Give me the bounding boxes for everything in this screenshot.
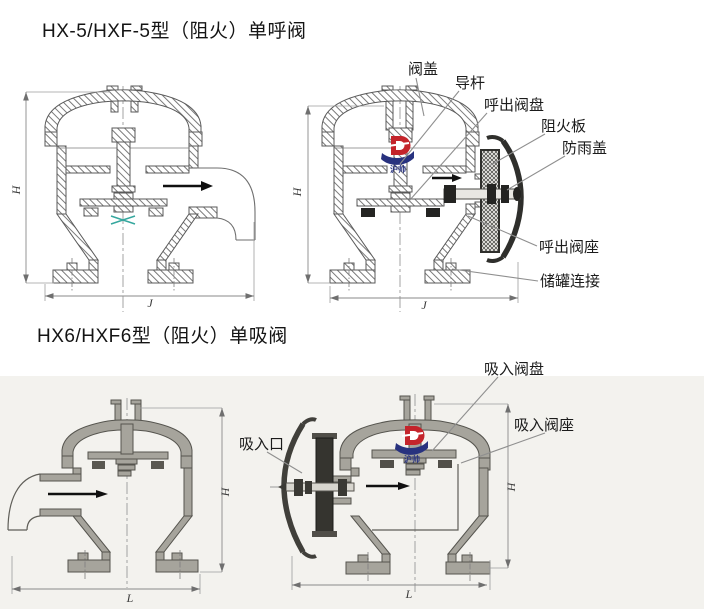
inlet-elbow <box>7 473 41 531</box>
flow-arrow <box>163 181 213 191</box>
flow-arrow <box>366 482 410 490</box>
leader-valve-cover <box>415 77 425 117</box>
dim-label-h: H <box>9 184 23 195</box>
valve-disc <box>79 198 168 207</box>
flange-bolt-lines <box>84 550 181 580</box>
label-exhale-disc: 呼出阀盘 <box>484 96 544 114</box>
exhale-valve-title: HX-5/HXF-5型（阻火）单呼阀 <box>42 21 307 42</box>
lower-cone-and-flanges <box>52 213 199 284</box>
leader-guide-rod <box>399 90 460 165</box>
dimension-height: H <box>9 91 110 284</box>
exhale-annotations: 阀盖 导杆 呼出阀盘 阻火板 防雨盖 呼出阀座 储罐连接 <box>399 61 607 290</box>
dimension-width: L <box>291 556 491 601</box>
suction-valve-left-view: H L <box>7 398 232 605</box>
label-tank-connection: 储罐连接 <box>540 273 600 290</box>
suction-valve-right-view: H L <box>270 394 518 601</box>
flange-bolt-lines <box>71 258 175 292</box>
valve-seat-blocks <box>83 207 164 217</box>
outlet-elbow <box>197 167 256 241</box>
dimension-height: H <box>140 407 232 573</box>
label-suction-seat: 吸入阀座 <box>514 417 574 434</box>
bolt-assembly <box>270 479 355 496</box>
leader-flame-plate <box>488 133 546 167</box>
leader-suction-inlet <box>266 451 303 474</box>
suction-annotations: 吸入阀盘 吸入口 吸入阀座 <box>239 360 574 474</box>
label-exhale-seat: 呼出阀座 <box>539 239 599 256</box>
label-guide-rod: 导杆 <box>455 75 485 92</box>
suction-valve-title: HX6/HXF6型（阻火）单吸阀 <box>37 326 288 347</box>
label-valve-cover: 阀盖 <box>408 61 438 78</box>
label-rain-cover: 防雨盖 <box>562 140 607 157</box>
leader-exhale-seat <box>467 215 538 247</box>
brand-watermark: 沪帅 <box>381 136 414 174</box>
flow-arrow <box>432 174 462 182</box>
flange-bolt-lines <box>367 552 471 582</box>
suction-valve-seat-blocks <box>380 460 452 468</box>
label-suction-disc: 吸入阀盘 <box>484 360 544 378</box>
dimension-width: J <box>44 222 255 310</box>
label-suction-inlet: 吸入口 <box>239 436 284 453</box>
valve-body-walls <box>321 131 480 215</box>
dimension-height: H <box>290 105 384 284</box>
valve-seat-blocks <box>92 461 164 469</box>
dim-label-l: L <box>405 587 413 601</box>
dim-label-j: J <box>421 298 427 312</box>
leader-exhale-disc <box>408 112 488 202</box>
inner-seat-cup <box>372 464 459 531</box>
bolt-assembly <box>443 184 521 204</box>
lower-cone-and-flanges <box>345 515 491 575</box>
rain-cover-shield <box>486 135 524 263</box>
dim-label-h: H <box>218 486 232 497</box>
guide-stem <box>111 127 136 213</box>
leader-rain-cover <box>506 155 566 191</box>
leader-suction-disc <box>431 376 499 452</box>
exhale-valve-disc <box>356 198 445 207</box>
dimension-width: L <box>11 556 201 605</box>
dim-label-h: H <box>504 481 518 492</box>
guide-stem <box>115 423 138 477</box>
inlet-duct <box>39 473 82 517</box>
exhale-valve-left-view: H J <box>9 85 256 312</box>
leader-suction-seat <box>460 432 546 464</box>
flange-bolt-lines <box>348 258 452 292</box>
dimension-height: H <box>434 403 518 569</box>
exhale-valve-seat-blocks <box>361 208 440 217</box>
lower-cone-and-flanges <box>329 213 476 284</box>
dimension-width: J <box>329 262 519 312</box>
leader-tank-connection <box>451 268 539 282</box>
label-flame-plate: 阻火板 <box>541 117 586 135</box>
flow-arrow <box>48 490 108 498</box>
dim-label-h: H <box>290 186 304 197</box>
exhale-valve-right-view: H J 沪帅 <box>290 85 524 312</box>
watermark-text: 沪帅 <box>390 164 406 174</box>
valve-cap <box>61 419 193 457</box>
vent-stub <box>110 399 142 425</box>
lower-cone-and-flanges <box>67 515 199 573</box>
spring-mark <box>110 215 136 225</box>
dim-label-j: J <box>147 296 153 310</box>
dim-label-l: L <box>126 591 134 605</box>
